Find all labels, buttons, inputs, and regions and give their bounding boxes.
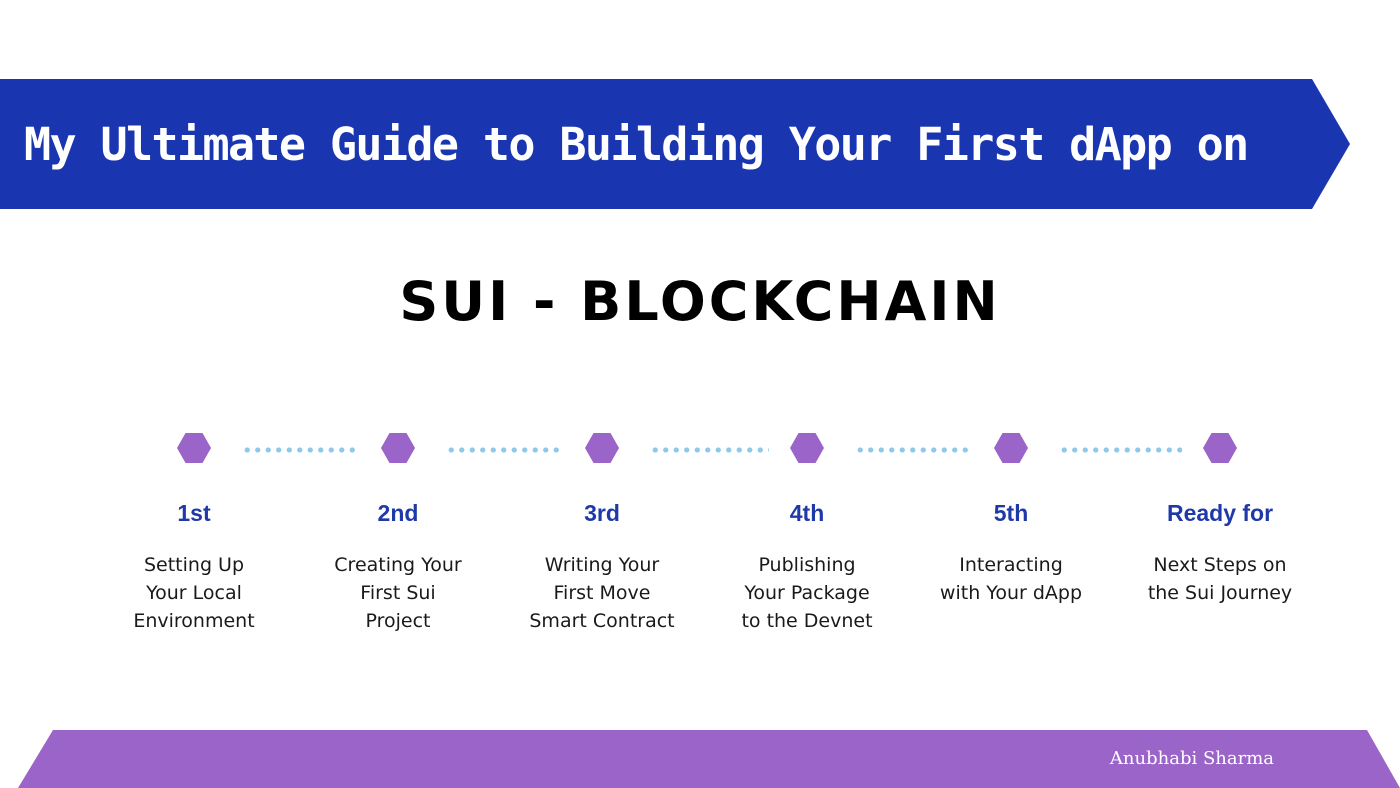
- footer-bar: Anubhabi Sharma: [18, 730, 1400, 788]
- step-label: 4th: [789, 500, 825, 526]
- step-description: Creating Your First Sui Project: [334, 554, 462, 632]
- step-connector-dots: [650, 447, 769, 453]
- step-description: Writing Your First Move Smart Contract: [529, 554, 675, 632]
- author-name: Anubhabi Sharma: [1109, 748, 1274, 769]
- step-connector-dots: [242, 447, 360, 453]
- step-description: Publishing Your Package to the Devnet: [741, 554, 873, 632]
- step-hexagon-icon: [585, 433, 619, 463]
- step-connector-dots: [446, 447, 564, 453]
- step-hexagon-icon: [381, 433, 415, 463]
- step-label: 1st: [177, 500, 211, 526]
- step-label: 3rd: [584, 500, 620, 526]
- step-hexagon-icon: [1203, 433, 1237, 463]
- step-label: Ready for: [1166, 500, 1274, 526]
- title-banner: My Ultimate Guide to Building Your First…: [0, 79, 1350, 209]
- step-hexagon-icon: [994, 433, 1028, 463]
- step-description: Interacting with Your dApp: [939, 554, 1083, 604]
- banner-title: My Ultimate Guide to Building Your First…: [24, 118, 1249, 171]
- page-subtitle: SUI - BLOCKCHAIN: [399, 270, 1001, 333]
- step-connector-dots: [1059, 447, 1182, 453]
- step-description: Next Steps on the Sui Journey: [1147, 554, 1293, 604]
- step-description: Setting Up Your Local Environment: [133, 554, 255, 632]
- step-label: 2nd: [377, 500, 419, 526]
- step-hexagon-icon: [790, 433, 824, 463]
- step-connector-dots: [855, 447, 973, 453]
- step-label: 5th: [993, 500, 1029, 526]
- step-hexagon-icon: [177, 433, 211, 463]
